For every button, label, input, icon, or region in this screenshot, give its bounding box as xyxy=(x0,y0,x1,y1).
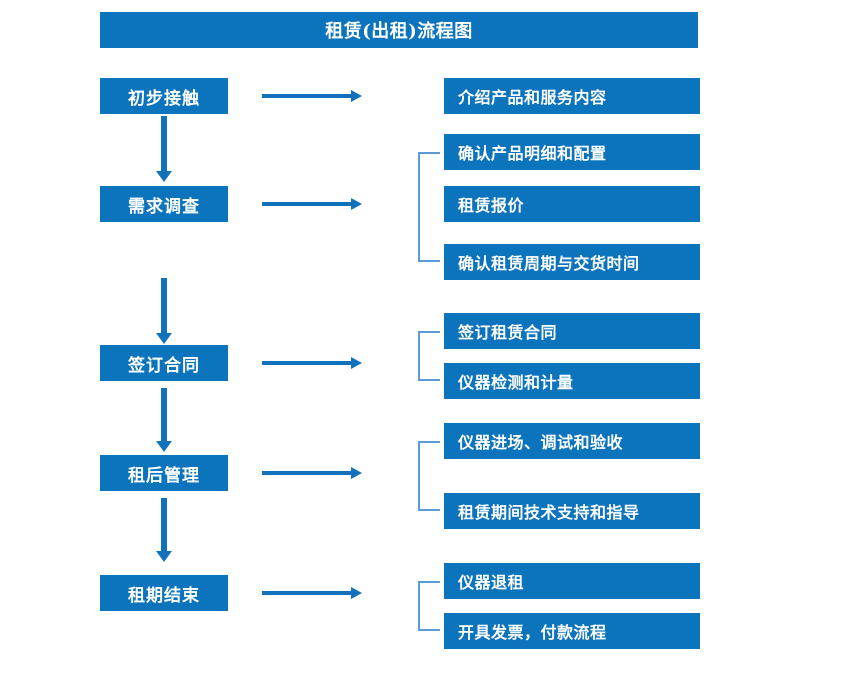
stage-box-2[interactable]: 需求调查 xyxy=(100,186,228,222)
group-bracket-2 xyxy=(418,152,440,262)
stage-arrow-right-4 xyxy=(262,466,362,480)
stage-arrow-down-4 xyxy=(156,498,172,562)
arrow-head xyxy=(351,90,362,102)
arrow-head xyxy=(351,467,362,479)
arrow-head xyxy=(156,333,172,344)
arrow-shaft xyxy=(161,278,167,333)
arrow-shaft xyxy=(262,361,352,365)
arrow-shaft xyxy=(262,94,352,98)
stage-box-1[interactable]: 初步接触 xyxy=(100,78,228,114)
stage-arrow-right-5 xyxy=(262,586,362,600)
group-bracket-3 xyxy=(418,331,440,381)
group-bracket-4 xyxy=(418,441,440,511)
arrow-shaft xyxy=(161,116,167,171)
detail-box-5-2[interactable]: 开具发票，付款流程 xyxy=(444,613,700,649)
arrow-head xyxy=(351,198,362,210)
arrow-shaft xyxy=(161,388,167,441)
diagram-title: 租赁(出租)流程图 xyxy=(100,12,698,48)
stage-arrow-down-1 xyxy=(156,116,172,182)
detail-box-2-1[interactable]: 确认产品明细和配置 xyxy=(444,134,700,170)
stage-box-5[interactable]: 租期结束 xyxy=(100,575,228,611)
arrow-shaft xyxy=(161,498,167,551)
arrow-head xyxy=(156,441,172,452)
stage-arrow-right-3 xyxy=(262,356,362,370)
detail-box-5-1[interactable]: 仪器退租 xyxy=(444,563,700,599)
arrow-shaft xyxy=(262,591,352,595)
detail-box-3-1[interactable]: 签订租赁合同 xyxy=(444,313,700,349)
stage-box-4[interactable]: 租后管理 xyxy=(100,455,228,491)
arrow-shaft xyxy=(262,202,352,206)
stage-arrow-down-3 xyxy=(156,388,172,452)
stage-arrow-right-2 xyxy=(262,197,362,211)
detail-box-2-3[interactable]: 确认租赁周期与交货时间 xyxy=(444,244,700,280)
stage-arrow-down-2 xyxy=(156,278,172,344)
stage-box-3[interactable]: 签订合同 xyxy=(100,345,228,381)
group-bracket-5 xyxy=(418,581,440,631)
detail-box-4-2[interactable]: 租赁期间技术支持和指导 xyxy=(444,493,700,529)
arrow-shaft xyxy=(262,471,352,475)
arrow-head xyxy=(351,587,362,599)
detail-box-4-1[interactable]: 仪器进场、调试和验收 xyxy=(444,423,700,459)
arrow-head xyxy=(351,357,362,369)
arrow-head xyxy=(156,551,172,562)
stage-arrow-right-1 xyxy=(262,89,362,103)
detail-box-3-2[interactable]: 仪器检测和计量 xyxy=(444,363,700,399)
arrow-head xyxy=(156,171,172,182)
detail-box-1-1[interactable]: 介绍产品和服务内容 xyxy=(444,78,700,114)
detail-box-2-2[interactable]: 租赁报价 xyxy=(444,186,700,222)
